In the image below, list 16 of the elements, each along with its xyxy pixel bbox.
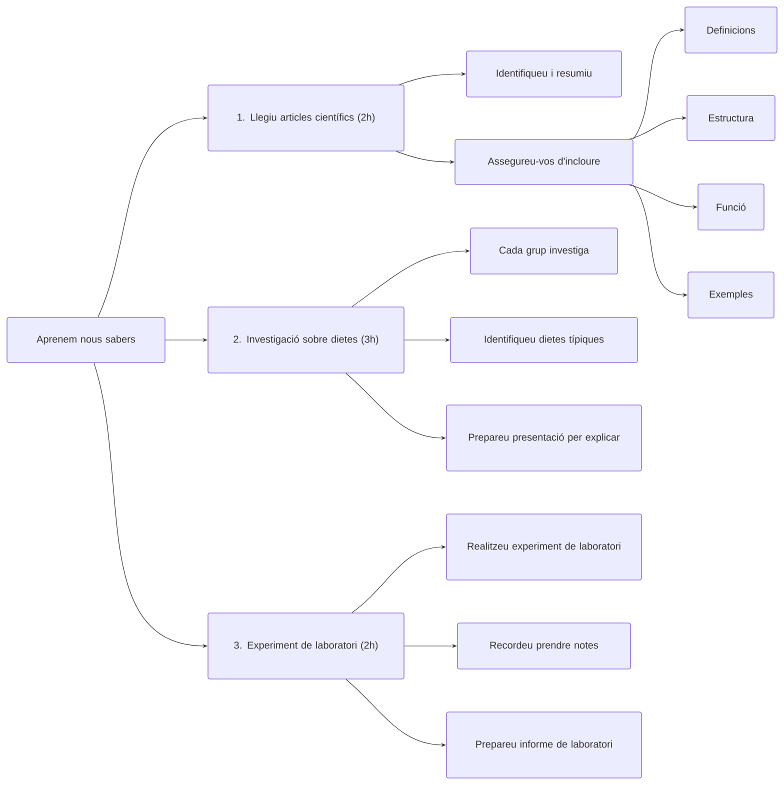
process-box: Cada grup investiga bbox=[470, 228, 618, 274]
process-box: Assegureu-vos d'incloure bbox=[454, 139, 634, 185]
process-box: Identifiqueu i resumiu bbox=[466, 50, 622, 98]
process-box: 3. Experiment de laboratori (2h) bbox=[208, 612, 404, 680]
process-box: Exemples bbox=[688, 272, 774, 318]
process-box: Prepareu informe de laboratori bbox=[446, 712, 642, 778]
process-box: Recordeu prendre notes bbox=[457, 622, 631, 670]
process-box: Estructura bbox=[686, 95, 776, 141]
process-box: Identifiqueu dietes típiques bbox=[450, 317, 638, 363]
process-box: Prepareu presentació per explicar bbox=[446, 404, 642, 472]
process-box: Funció bbox=[698, 184, 764, 230]
process-box: Definicions bbox=[684, 6, 778, 54]
process-box: 1. Llegiu articles científics (2h) bbox=[208, 84, 404, 152]
process-box: Aprenem nous sabers bbox=[6, 317, 166, 363]
process-box: 2. Investigació sobre dietes (3h) bbox=[208, 306, 404, 374]
process-box: Realitzeu experiment de laboratori bbox=[446, 514, 642, 580]
